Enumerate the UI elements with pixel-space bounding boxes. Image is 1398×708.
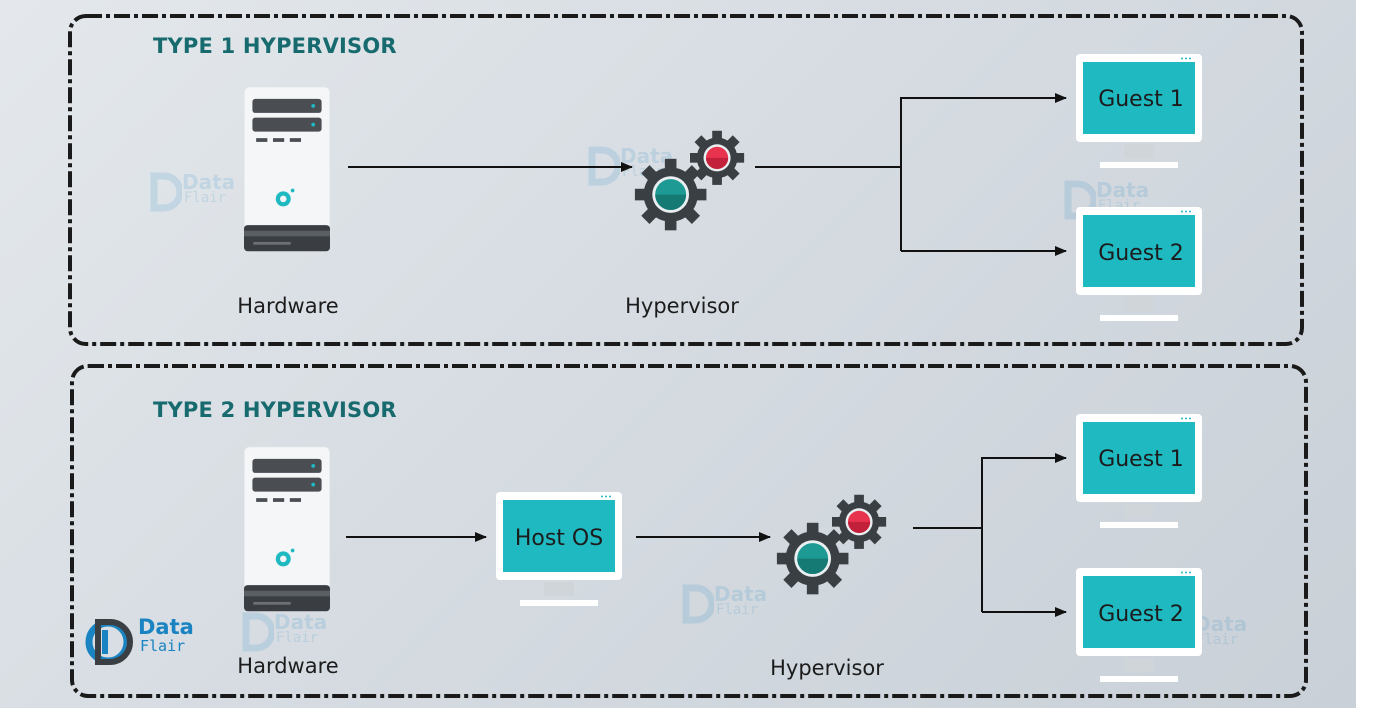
type1-hardware-label: Hardware <box>237 294 339 318</box>
type1-hardware-server-icon <box>244 86 330 252</box>
type2-hypervisor-gears-icon <box>776 494 887 595</box>
type2-title: TYPE 2 HYPERVISOR <box>153 398 397 422</box>
logo-subtext: Flair <box>140 637 186 655</box>
type1-hypervisor-label: Hypervisor <box>625 294 739 318</box>
type2-hypervisor-label: Hypervisor <box>770 656 884 680</box>
type1-guest1-label: Guest 1 <box>1098 87 1184 112</box>
type1-guest2-label: Guest 2 <box>1098 241 1184 266</box>
type2-panel-border <box>70 364 1308 698</box>
type1-hypervisor-gears-icon <box>634 130 745 231</box>
type2-hardware-server-icon <box>244 446 330 612</box>
type1-panel-border <box>68 14 1304 346</box>
type2-hardware-label: Hardware <box>237 654 339 678</box>
type2-guest2-label: Guest 2 <box>1098 602 1184 627</box>
logo-wordmark: Data <box>138 615 194 639</box>
type2-guest1-label: Guest 1 <box>1098 447 1184 472</box>
right-margin <box>1356 0 1398 708</box>
type1-title: TYPE 1 HYPERVISOR <box>153 34 397 58</box>
dataflair-logo-icon <box>85 619 133 665</box>
type2-hostos-label: Host OS <box>515 526 603 551</box>
diagram-svg: Guest 1 Guest 2 Host OS Guest 1 Guest 2 <box>68 14 1308 698</box>
